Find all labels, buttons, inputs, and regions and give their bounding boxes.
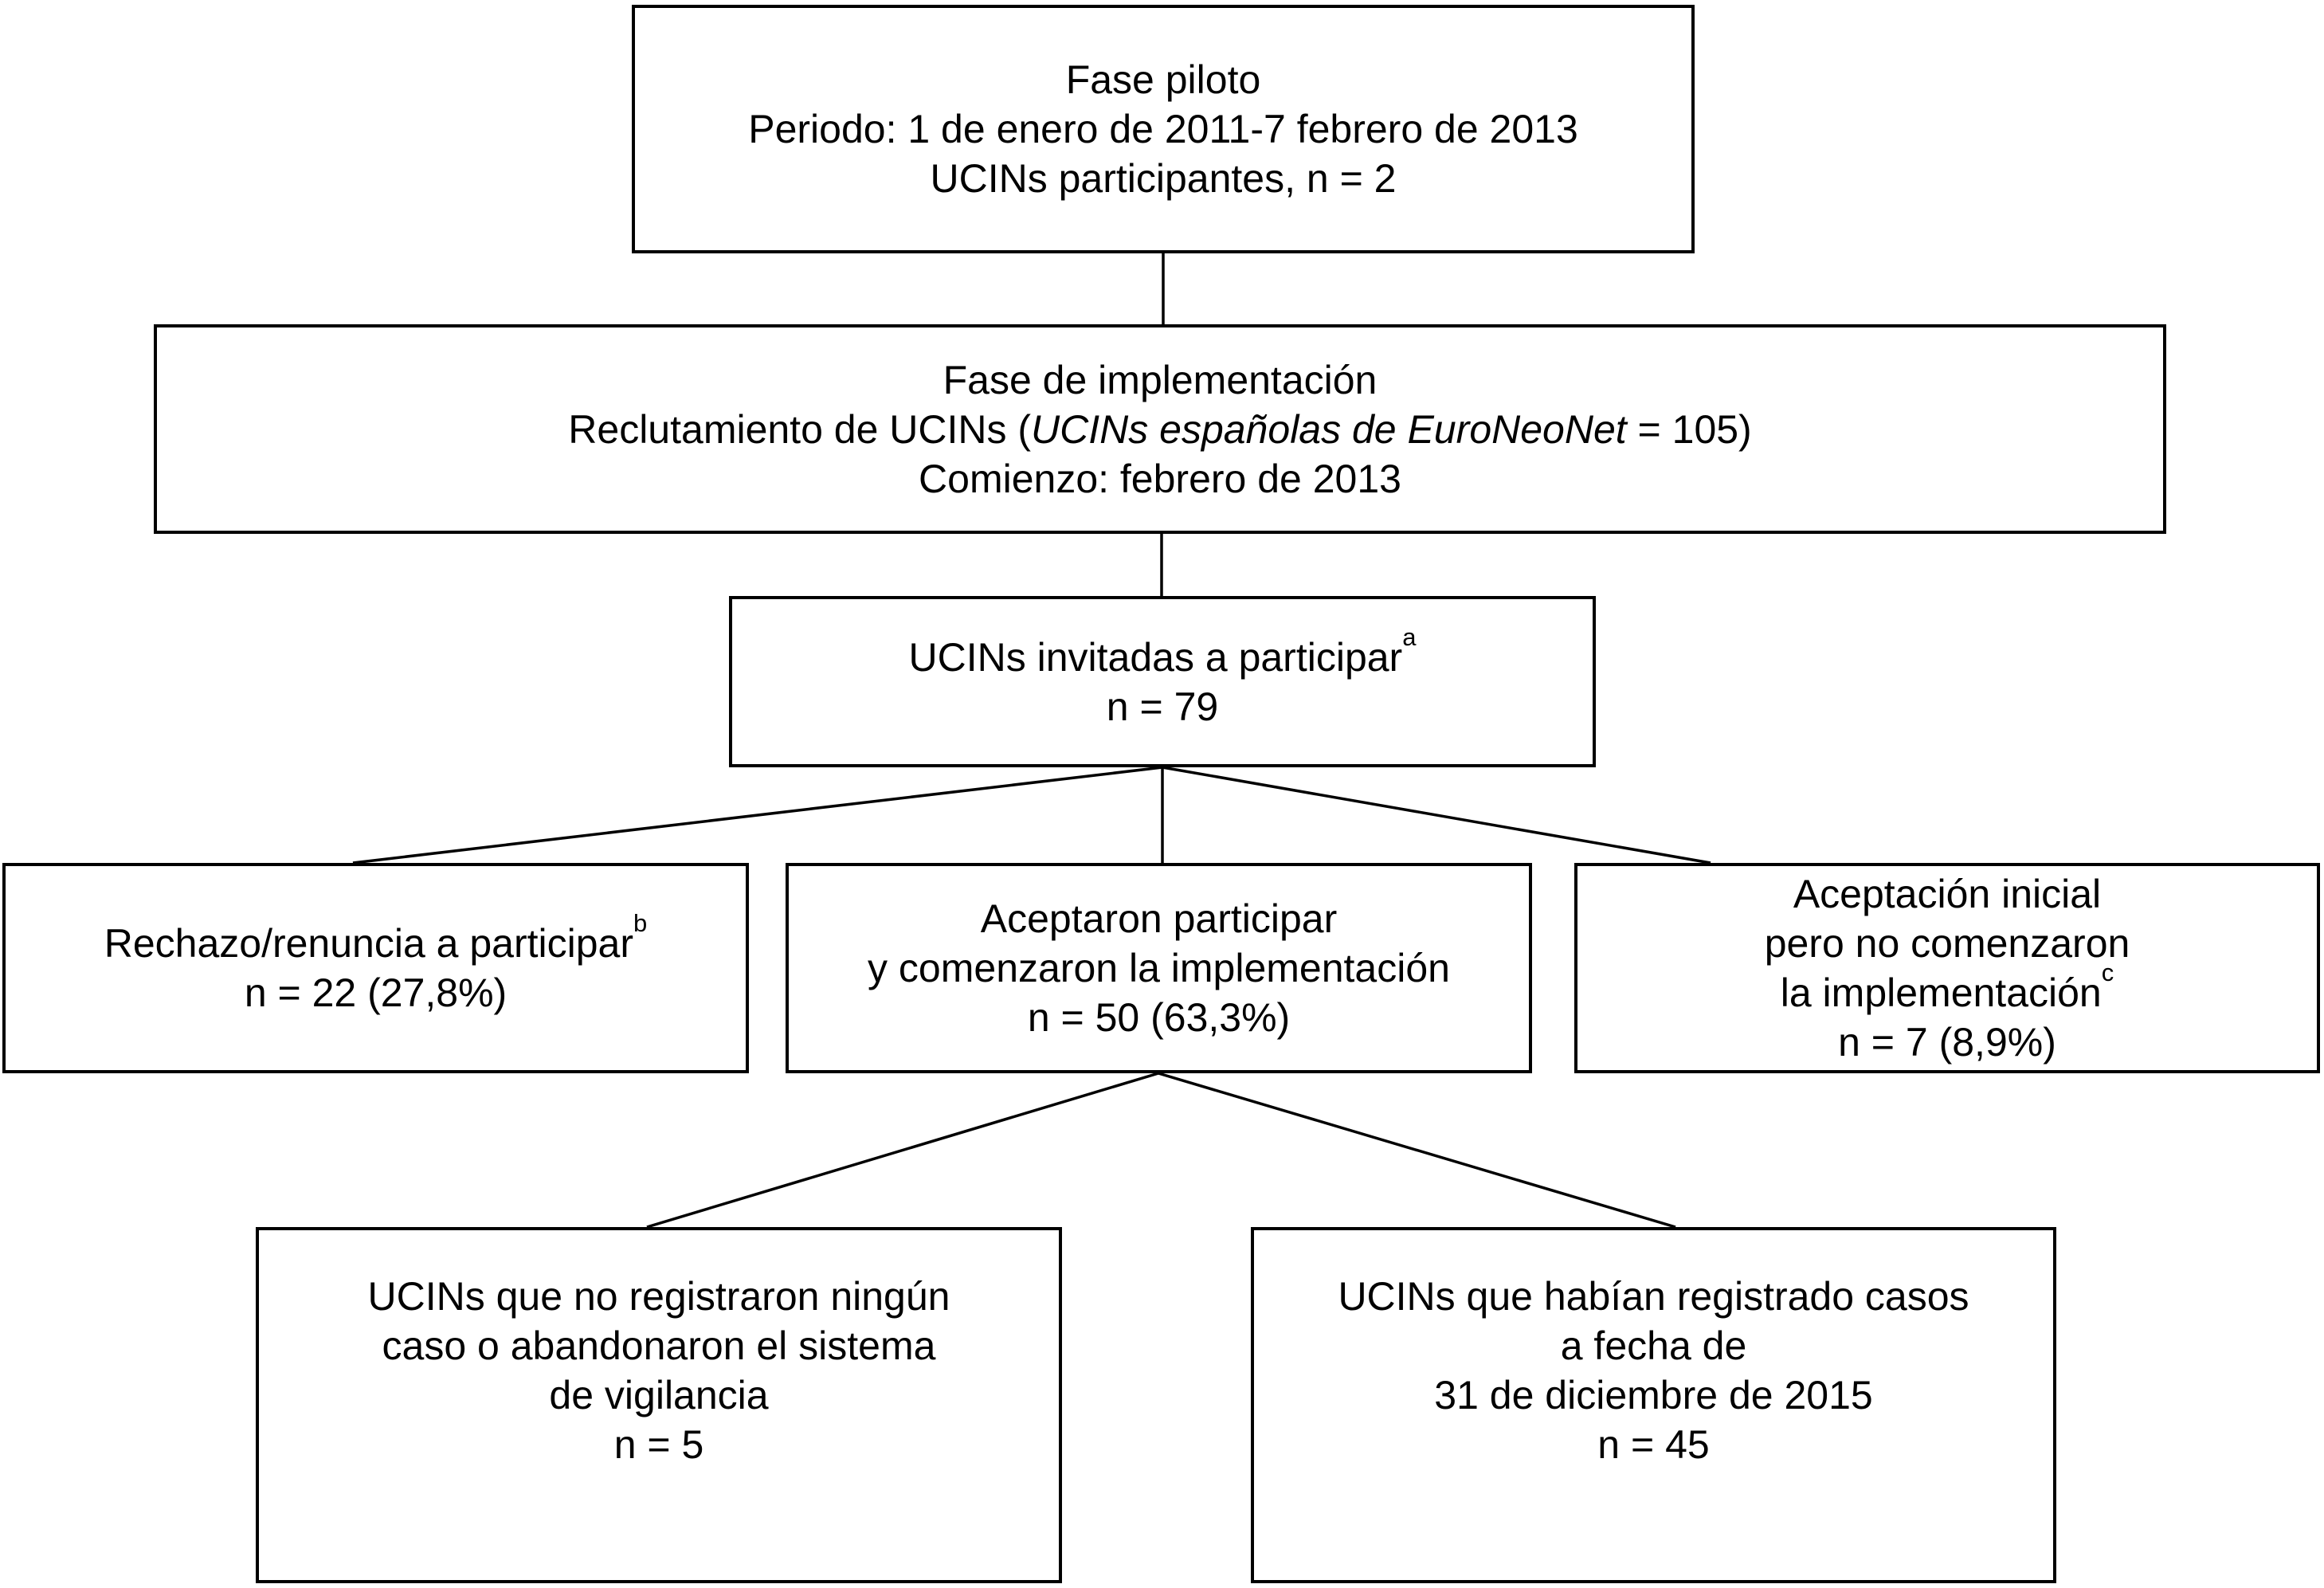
text-segment: = 105) [1626, 406, 1752, 452]
text-segment: la implementación [1780, 970, 2102, 1015]
box-fase-implementacion: Fase de implementación Reclutamiento de … [154, 324, 2166, 534]
box-text-line: pero no comenzaron [1765, 919, 2130, 968]
text-segment: n = 5 [613, 1422, 704, 1467]
text-segment: Aceptación inicial [1793, 872, 2102, 916]
connector-invited-initial [1162, 766, 1711, 865]
text-segment: UCINs participantes, n = 2 [930, 156, 1397, 201]
box-text-line: Rechazo/renuncia a participarb [104, 911, 648, 968]
box-ucins-invitadas: UCINs invitadas a participara n = 79 [729, 596, 1596, 767]
box-text-line: n = 5 [614, 1420, 704, 1469]
text-segment: 31 de diciembre de 2015 [1434, 1373, 1873, 1417]
box-text-line: UCINs invitadas a participara [908, 625, 1417, 682]
box-text-line: Reclutamiento de UCINs (UCINs españolas … [568, 405, 1751, 454]
text-segment: de vigilancia [549, 1373, 769, 1417]
box-text-line: UCINs que no registraron ningún [368, 1272, 950, 1321]
text-segment: UCINs invitadas a participar [908, 634, 1403, 680]
box-registrado-casos: UCINs que habían registrado casos a fech… [1251, 1227, 2056, 1583]
box-text-line: n = 22 (27,8%) [245, 968, 507, 1017]
box-text-line: UCINs que habían registrado casos [1338, 1272, 1969, 1321]
text-segment: n = 22 (27,8%) [244, 970, 508, 1015]
box-fase-piloto: Fase piloto Periodo: 1 de enero de 2011-… [632, 5, 1695, 253]
text-segment: Periodo: 1 de enero de 2011-7 febrero de… [748, 107, 1578, 151]
box-aceptaron-participar: Aceptaron participar y comenzaron la imp… [786, 863, 1532, 1073]
box-text-line: UCINs participantes, n = 2 [931, 154, 1397, 203]
box-text-line: Aceptación inicial [1793, 869, 2101, 919]
italic-text-segment: UCINs españolas de EuroNeoNet [1031, 406, 1627, 452]
box-text-line: de vigilancia [549, 1370, 768, 1420]
footnote-marker-b: b [633, 909, 648, 938]
text-segment: UCINs que habían registrado casos [1338, 1274, 1969, 1319]
text-segment: pero no comenzaron [1764, 921, 2130, 966]
box-text-line: Periodo: 1 de enero de 2011-7 febrero de… [748, 104, 1578, 154]
box-text-line: 31 de diciembre de 2015 [1434, 1370, 1872, 1420]
text-segment: n = 45 [1597, 1422, 1710, 1467]
box-text-line: n = 79 [1107, 682, 1218, 731]
text-segment: a fecha de [1560, 1323, 1747, 1368]
text-segment: UCINs que no registraron ningún [367, 1274, 950, 1319]
text-segment: Rechazo/renuncia a participar [104, 921, 633, 966]
text-segment: n = 7 (8,9%) [1838, 1020, 2056, 1065]
box-text-line: n = 7 (8,9%) [1838, 1017, 2056, 1067]
box-text-line: Fase piloto [1066, 55, 1261, 104]
box-text-line: caso o abandonaron el sistema [382, 1321, 936, 1370]
text-segment: Comienzo: febrero de 2013 [919, 456, 1401, 501]
text-segment: Fase piloto [1065, 57, 1261, 102]
box-text-line: n = 50 (63,3%) [1028, 993, 1290, 1042]
box-text-line: y comenzaron la implementación [868, 943, 1450, 993]
box-rechazo-renuncia: Rechazo/renuncia a participarb n = 22 (2… [2, 863, 749, 1073]
box-text-line: Comienzo: febrero de 2013 [919, 454, 1401, 504]
footnote-marker-c: c [2101, 959, 2114, 987]
text-segment: n = 79 [1106, 684, 1219, 729]
text-segment: Aceptaron participar [980, 896, 1338, 941]
box-text-line: a fecha de [1561, 1321, 1747, 1370]
text-segment: Fase de implementación [943, 357, 1378, 402]
box-text-line: Fase de implementación [943, 355, 1378, 405]
text-segment: Reclutamiento de UCINs ( [568, 406, 1032, 452]
text-segment: caso o abandonaron el sistema [382, 1323, 936, 1368]
footnote-marker-a: a [1402, 622, 1417, 651]
box-text-line: n = 45 [1597, 1420, 1709, 1469]
box-text-line: la implementaciónc [1780, 960, 2114, 1017]
box-aceptacion-inicial: Aceptación inicial pero no comenzaron la… [1574, 863, 2320, 1073]
box-no-registraron-casos: UCINs que no registraron ningún caso o a… [256, 1227, 1062, 1583]
box-text-line: Aceptaron participar [981, 894, 1337, 943]
text-segment: y comenzaron la implementación [868, 946, 1450, 990]
connector-invited-declined [352, 766, 1163, 865]
connector-accepted-nocases [646, 1072, 1159, 1229]
connector-accepted-registered [1158, 1072, 1676, 1229]
text-segment: n = 50 (63,3%) [1027, 995, 1291, 1040]
